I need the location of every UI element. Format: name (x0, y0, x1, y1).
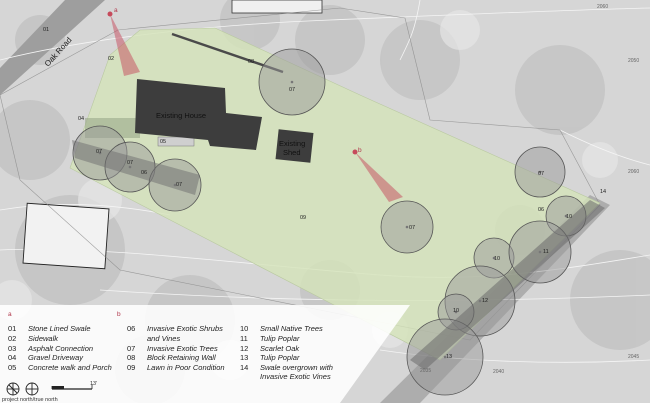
legend-num: 03 (8, 344, 16, 353)
label-tree-13: 13 (446, 354, 452, 360)
scale-label: 13' (90, 381, 97, 387)
legend-label: Concrete walk and Porch (28, 363, 112, 372)
legend-label: Invasive Exotic Shrubs (147, 324, 223, 333)
tree-centers (98, 80, 568, 359)
label-tree-10-b: 10 (494, 256, 500, 262)
label-14: 14 (600, 189, 606, 195)
legend-column-3: 10 Small Native Trees 11 Tulip Poplar 12… (240, 324, 333, 381)
label-09: 09 (300, 215, 306, 221)
house-label: Existing House (156, 111, 206, 120)
legend-label: Sidewalk (28, 334, 59, 343)
shed-label-line2: Shed (283, 148, 301, 157)
legend-panel (0, 305, 410, 403)
legend-column-1: 01 Stone Lined Swale 02 Sidewalk 03 Asph… (8, 324, 112, 372)
north-arrow-true-icon (25, 382, 39, 396)
legend-num: 02 (8, 334, 16, 343)
legend-num: 07 (127, 344, 135, 353)
label-01: 01 (43, 27, 49, 33)
label-05: 05 (160, 139, 166, 145)
existing-house (135, 79, 262, 150)
legend-label: Small Native Trees (260, 324, 323, 333)
contour-label-2060-a: 2060 (597, 4, 608, 10)
contour-label-2045: 2045 (628, 354, 639, 360)
legend-label: Tulip Poplar (260, 334, 300, 343)
contour-label-2040: 2040 (493, 369, 504, 375)
label-tree-07-mid: 07 (409, 225, 415, 231)
legend-num: 06 (127, 324, 135, 333)
existing-shed (275, 129, 314, 163)
viewpoint-a-label: a (114, 7, 118, 14)
label-tree-07-east: 07 (538, 171, 544, 177)
legend-num: 04 (8, 353, 16, 362)
legend-label: Gravel Driveway (28, 353, 84, 362)
label-02: 02 (108, 56, 114, 62)
label-tree-07-west-1: 07 (96, 149, 102, 155)
contour-label-2050: 2050 (628, 58, 639, 64)
shed-label-line1: Existing (279, 139, 305, 148)
concrete-walk-porch (157, 136, 195, 147)
label-tree-07-west-2: 07 (127, 160, 133, 166)
scale-bar (51, 384, 93, 390)
legend-label: Scarlet Oak (260, 344, 300, 353)
legend-label: Tulip Poplar (260, 353, 300, 362)
legend-label: Asphalt Connection (27, 344, 93, 353)
label-08: 08 (248, 59, 254, 65)
legend-label: Stone Lined Swale (28, 324, 91, 333)
property-boundary (0, 7, 601, 341)
legend-label: and Vines (147, 334, 180, 343)
north-arrow-project-icon (6, 382, 20, 396)
legend-num: 05 (8, 363, 16, 372)
legend-num: 13 (240, 353, 248, 362)
legend-num: 08 (127, 353, 135, 362)
label-tree-10-c: 10 (453, 308, 459, 314)
label-04: 04 (78, 116, 84, 122)
label-tree-11: 11 (543, 249, 549, 255)
legend-num: 10 (240, 324, 248, 333)
contour-label-2060-b: 2060 (628, 169, 639, 175)
legend-label: Block Retaining Wall (147, 353, 216, 362)
legend-num: 14 (240, 363, 248, 372)
legend-marker-b: b (117, 311, 121, 318)
label-tree-10-a: 10 (566, 214, 572, 220)
label-tree-06-east: 06 (538, 207, 544, 213)
invasive-shrub-band-west (72, 140, 200, 195)
legend-num: 09 (127, 363, 135, 372)
swale-overgrown-band (410, 200, 605, 370)
neighbor-building-southwest (22, 202, 110, 270)
north-arrow-caption: project north/true north (2, 397, 58, 403)
viewpoint-a-cone (110, 14, 140, 76)
label-tree-06-west: 06 (141, 170, 147, 176)
neighbor-lot-north (231, 0, 323, 14)
viewpoint-b-cone (355, 152, 403, 202)
legend-num: 01 (8, 324, 16, 333)
legend-label: Lawn in Poor Condition (147, 363, 225, 372)
legend-marker-a: a (8, 311, 12, 318)
label-tree-07-west-3: 07 (176, 182, 182, 188)
contour-label-2035: 2035 (420, 368, 431, 374)
label-tree-07-top: 07 (289, 87, 295, 93)
viewpoint-b-label: b (358, 147, 362, 154)
viewpoint-a-marker (107, 11, 113, 17)
legend-label: Swale overgrown with (260, 363, 333, 372)
legend-column-2: 06 Invasive Exotic Shrubs and Vines 07 I… (127, 324, 225, 372)
oak-road (0, 0, 105, 95)
legend-label: Invasive Exotic Vines (260, 372, 331, 381)
legend-num: 11 (240, 334, 248, 343)
legend-num: 12 (240, 344, 248, 353)
legend-label: Invasive Exotic Trees (147, 344, 218, 353)
viewpoint-b-marker (352, 149, 358, 155)
label-tree-12: 12 (482, 298, 488, 304)
